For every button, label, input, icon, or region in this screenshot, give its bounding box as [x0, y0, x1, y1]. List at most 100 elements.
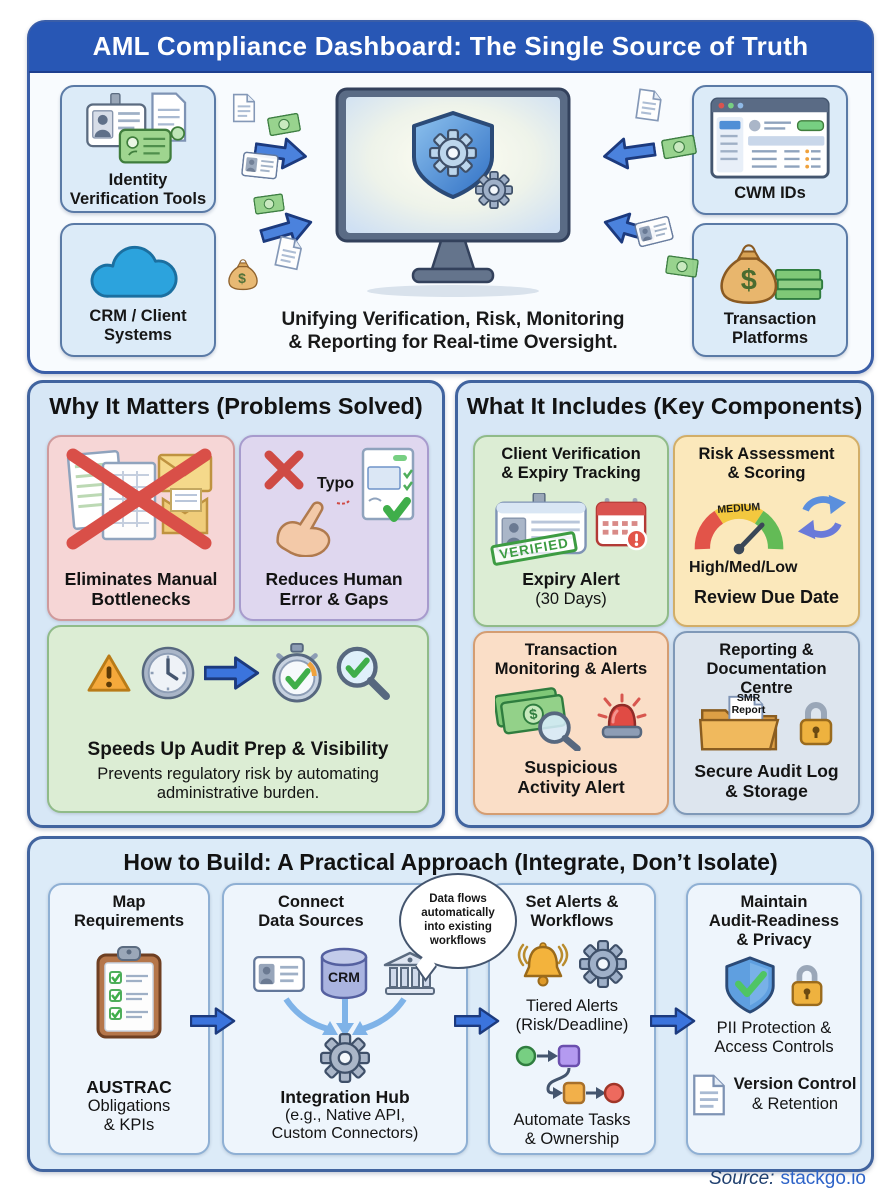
speeds-audit-label: Speeds Up Audit Prep & Visibility [87, 739, 389, 760]
arrow-icon [204, 656, 260, 690]
audit-icons [49, 643, 427, 703]
speeds-audit-card: Speeds Up Audit Prep & Visibility Preven… [47, 625, 429, 813]
why-title: Why It Matters (Problems Solved) [49, 393, 423, 419]
workflow-gear-icon [579, 940, 627, 988]
id-card-float-icon [240, 151, 280, 180]
svg-text:$: $ [528, 707, 538, 724]
converge-arrows [283, 997, 407, 1037]
cwm-ids-label: CWM IDs [734, 184, 806, 203]
siren-icon [597, 693, 647, 739]
money-bag-float-icon: $ [228, 259, 258, 291]
integration-hub-label: Integration Hub [280, 1087, 410, 1107]
shield-check-icon [725, 956, 775, 1014]
reduces-error-label: Reduces Human Error & Gaps [265, 568, 403, 609]
speeds-audit-sub: Prevents regulatory risk by automating a… [97, 765, 379, 802]
verification-icons: VERIFIED [475, 493, 667, 567]
cloud-icon [90, 245, 178, 298]
version-row: Version Control & Retention [688, 1073, 860, 1117]
dollar-glyph: $ [741, 264, 757, 296]
document-float-icon [232, 93, 256, 123]
monitor-illustration [335, 87, 571, 297]
warning-icon [87, 654, 131, 692]
reporting-centre-title: Reporting & Documentation Centre [706, 641, 827, 697]
transaction-platforms-label: Transaction Platforms [723, 309, 817, 347]
verified-id-icon: VERIFIED [489, 493, 589, 567]
identity-verification-label: Identity Verification Tools [69, 170, 207, 208]
austrac-label: AUSTRAC [86, 1077, 172, 1097]
transaction-monitoring-card: Transaction Monitoring & Alerts $ [473, 631, 669, 815]
secure-audit-label: Secure Audit Log & Storage [694, 761, 839, 802]
money-bag-icon: $ [720, 243, 824, 304]
obligations-label: Obligations & KPIs [87, 1097, 171, 1134]
lock-icon [788, 961, 826, 1009]
crm-systems-label: CRM / Client Systems [89, 306, 187, 344]
step-arrow-2 [454, 1007, 500, 1035]
gear-icon [429, 129, 477, 177]
lock-icon [796, 698, 836, 748]
hero-caption: Unifying Verification, Risk, Monitoring … [281, 309, 625, 353]
step1-title: Map Requirements [73, 893, 185, 930]
why-it-matters-panel: Why It Matters (Problems Solved) Elimina… [27, 380, 445, 828]
gauge-label: MEDIUM [716, 501, 760, 516]
monitoring-icons: $ [475, 687, 667, 751]
integration-gear-icon [320, 1033, 370, 1083]
receipt-float-icon [274, 235, 304, 271]
bell-icon [517, 942, 569, 987]
source-attribution: Source:stackgo.io [709, 1168, 866, 1190]
smr-report-label: SMR Report [731, 692, 766, 716]
title-banner: AML Compliance Dashboard: The Single Sou… [29, 22, 872, 73]
transaction-monitoring-title: Transaction Monitoring & Alerts [494, 641, 648, 678]
magnifier-check-icon [336, 646, 390, 701]
risk-icons: MEDIUM [675, 489, 858, 559]
step2-title: Connect Data Sources [258, 893, 364, 930]
how-to-build-panel: How to Build: A Practical Approach (Inte… [27, 836, 874, 1172]
workflow-diagram-icon [515, 1044, 625, 1105]
step-connect-data: Connect Data Sources CRM [222, 883, 468, 1155]
client-verification-title: Client Verification & Expiry Tracking [501, 445, 641, 482]
eliminates-bottlenecks-label: Eliminates Manual Bottlenecks [64, 568, 218, 609]
pii-protection-label: PII Protection & Access Controls [714, 1019, 834, 1056]
risk-assessment-title: Risk Assessment & Scoring [698, 445, 835, 482]
green-check-icon [383, 497, 411, 522]
typo-correction-icon [264, 447, 415, 557]
crm-database-icon: CRM [320, 947, 368, 1000]
automate-tasks-label: Automate Tasks & Ownership [513, 1111, 631, 1148]
eliminates-bottlenecks-card: Eliminates Manual Bottlenecks [47, 435, 235, 621]
cash-magnifier-icon: $ [495, 687, 581, 751]
id-documents-icon [86, 92, 187, 164]
client-verification-card: Client Verification & Expiry Tracking VE… [473, 435, 669, 627]
banknote-float-icon [664, 255, 700, 278]
integration-hub-sub: (e.g., Native API, Custom Connectors) [271, 1107, 419, 1143]
clock-icon [141, 646, 195, 700]
id-card-icon [253, 956, 305, 992]
folder-report-icon: SMR Report [698, 691, 784, 755]
svg-text:$: $ [238, 270, 246, 286]
tiered-alerts-label: Tiered Alerts (Risk/Deadline) [515, 997, 629, 1034]
browser-window-icon [710, 97, 830, 179]
expiry-alert-label: Expiry Alert [522, 569, 620, 589]
identity-verification-box: Identity Verification Tools [60, 85, 216, 213]
version-doc-icon [692, 1074, 725, 1116]
retention-label: & Retention [751, 1095, 839, 1113]
typo-annotation: Typo [317, 475, 355, 492]
includes-title: What It Includes (Key Components) [466, 393, 863, 419]
crm-label: CRM [328, 969, 360, 985]
source-value: stackgo.io [780, 1168, 866, 1189]
build-title: How to Build: A Practical Approach (Inte… [123, 849, 778, 875]
crossed-paperwork-icon [66, 448, 213, 550]
flow-arrow-right-top [601, 133, 659, 173]
clipboard-icon [96, 946, 162, 1039]
red-x-icon [66, 448, 212, 550]
version-control-label: Version Control [733, 1075, 857, 1094]
step3-title: Set Alerts & Workflows [525, 893, 619, 930]
step-arrow-1 [190, 1007, 236, 1035]
reporting-centre-card: Reporting & Documentation Centre SMR Rep… [673, 631, 860, 815]
document-float-icon [635, 88, 663, 122]
privacy-icons [688, 955, 860, 1015]
reduces-error-card: Typo Reduces Human Error & Gaps [239, 435, 429, 621]
expiry-alert-days: (30 Days) [535, 590, 607, 608]
gear-small-icon [475, 171, 513, 209]
source-label: Source: [708, 1168, 775, 1189]
what-it-includes-panel: What It Includes (Key Components) Client… [455, 380, 874, 828]
